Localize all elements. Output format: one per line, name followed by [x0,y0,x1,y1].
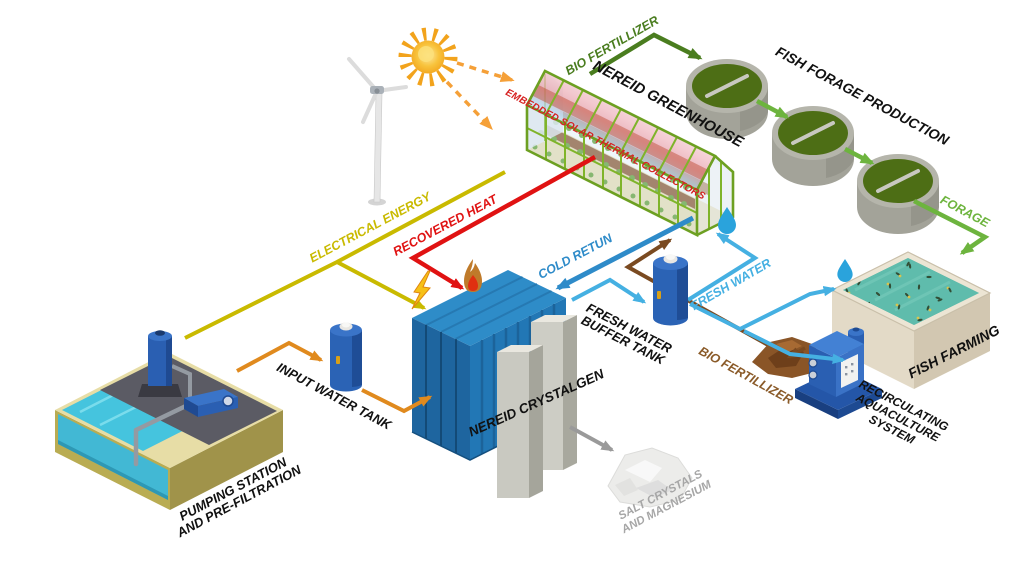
crystalgen-tower [497,345,543,498]
forage-line [912,198,990,255]
sun-icon [398,27,458,87]
electrical-energy-branch [336,260,427,310]
greenhouse-edges [525,69,735,238]
input-water-tank [330,322,362,392]
input-water-line-1 [236,340,324,373]
bio-fertilizer-to-forage-line [588,32,703,76]
forage-transfer-arrow [755,99,790,119]
recovered-heat-line [408,155,597,290]
fish-forage-tanks [686,59,939,234]
wind-turbine-icon [347,57,408,206]
solar-radiation-arrows [445,61,515,131]
fresh-water-to-fish-tank [689,286,837,332]
flow-lines [184,32,990,414]
pump-unit [133,330,238,467]
pumping-station [55,330,283,510]
water-drop-icon [837,259,853,282]
fresh-water-label: FRESH WATER [689,256,774,313]
salt-pile [607,447,693,508]
forage-transfer-arrow [843,147,875,165]
fresh-water-to-ras [743,329,846,364]
cold-return-label: COLD RETUN [536,231,616,282]
flame-icon [464,259,482,292]
water-drop-icon [718,207,736,234]
cold-return-line [555,215,695,291]
greenhouse [525,69,735,238]
fresh-water-buffer-tank [653,254,688,326]
greenhouse-frame [526,70,722,235]
forage-tank [772,106,854,186]
forage-tank [857,154,939,234]
input-water-line-2 [361,388,433,414]
fresh-water-to-buffer [571,277,647,304]
lightning-icon [411,270,431,310]
fresh-water-to-greenhouse [686,232,759,302]
forage-tank [686,59,768,139]
crystalgen-container [411,270,577,498]
salt-output-arrow [569,425,615,452]
